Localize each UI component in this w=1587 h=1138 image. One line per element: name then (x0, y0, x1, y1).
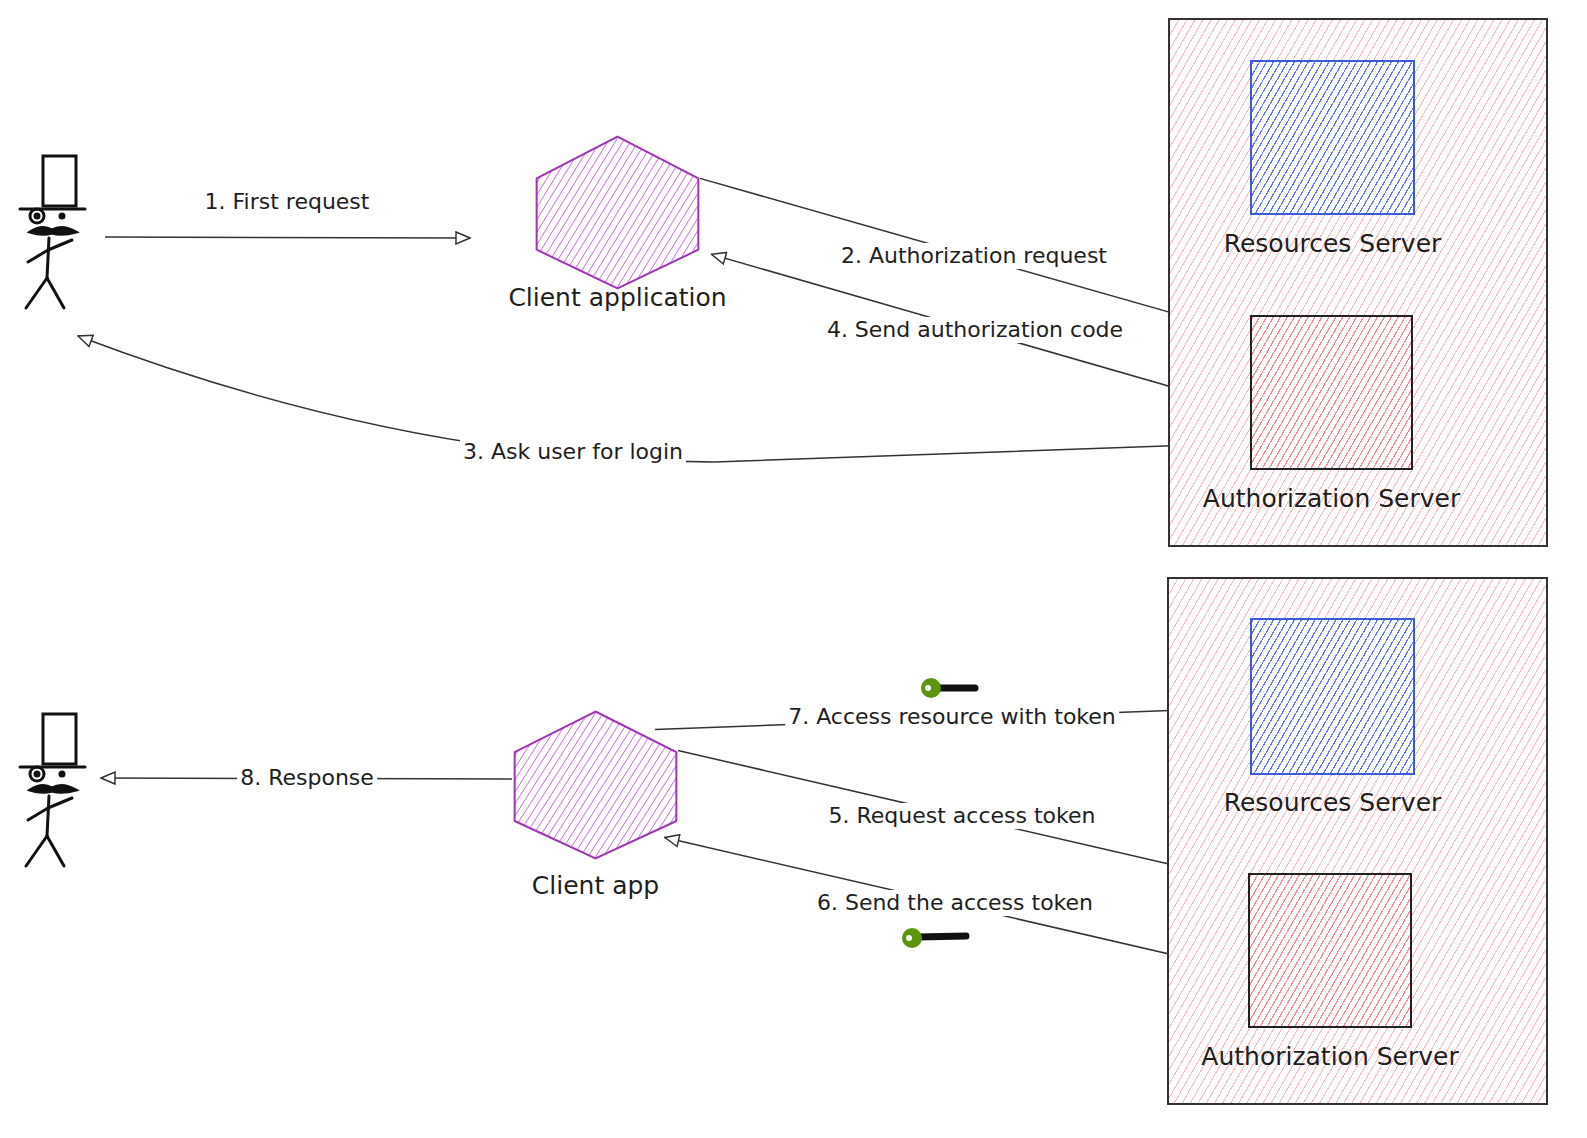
hat-brim (20, 208, 85, 211)
eye (60, 214, 64, 218)
leg-line (47, 836, 64, 866)
stick-figure (20, 714, 85, 866)
eye (60, 772, 64, 776)
step-label: 8. Response (237, 765, 377, 791)
edge-label: 5. Request access token (826, 803, 1099, 829)
hexagon-shape (515, 712, 677, 859)
arm-line (48, 240, 72, 250)
arm-line (28, 808, 48, 820)
key-icon (921, 678, 975, 698)
step-label: 3. Ask user for login (460, 439, 686, 465)
hexagon-outline (513, 710, 678, 860)
monocle (30, 767, 44, 781)
arm-line (28, 250, 48, 262)
key-shaft (938, 685, 975, 692)
mustache (30, 227, 76, 234)
body-line (47, 238, 49, 278)
flow-arrow (665, 838, 1248, 973)
key-shaft (918, 936, 966, 937)
eye (35, 772, 39, 776)
top-hat (43, 156, 76, 206)
client-hexagon: Client app (513, 710, 678, 860)
node-label: Resources Server (1224, 789, 1442, 817)
request-arrow (105, 237, 470, 238)
auth-server-box: Authorization Server (1250, 315, 1413, 470)
node-label: Client application (508, 284, 726, 312)
key-hole (925, 685, 931, 691)
auth-server-box: Authorization Server (1248, 873, 1412, 1028)
node-label: Resources Server (1224, 230, 1442, 258)
top-hat (43, 714, 76, 764)
step-label: 1. First request (202, 189, 373, 215)
edge-label: 6. Send the access token (814, 890, 1096, 916)
hat-brim (20, 766, 85, 769)
mustache (30, 785, 76, 792)
resource-server-box: Resources Server (1250, 60, 1415, 215)
edge-label: 7. Access resource with token (785, 704, 1119, 730)
edge-label: 2. Authorization request (838, 243, 1110, 269)
eye (35, 214, 39, 218)
node-label: Authorization Server (1203, 485, 1460, 513)
server-group-box: Resources ServerAuthorization Server (1167, 577, 1548, 1105)
key-bow (921, 678, 941, 698)
key-hole (906, 935, 912, 941)
stick-figure (20, 156, 85, 308)
hexagon-shape (537, 137, 699, 289)
arm-line (48, 798, 72, 808)
key-icon (902, 928, 966, 948)
node-label: Authorization Server (1201, 1043, 1458, 1071)
leg-line (26, 836, 47, 866)
flow-arrow (678, 751, 1248, 883)
client-hexagon: Client application (535, 135, 700, 290)
leg-line (47, 278, 64, 308)
body-line (47, 796, 49, 836)
node-label: Client app (532, 872, 659, 900)
leg-line (26, 278, 47, 308)
resource-server-box: Resources Server (1250, 618, 1415, 775)
monocle (30, 209, 44, 223)
edge-label: 4. Send authorization code (824, 317, 1126, 343)
hexagon-outline (535, 135, 700, 290)
server-group-box: Resources ServerAuthorization Server (1168, 18, 1548, 547)
key-bow (902, 928, 922, 948)
